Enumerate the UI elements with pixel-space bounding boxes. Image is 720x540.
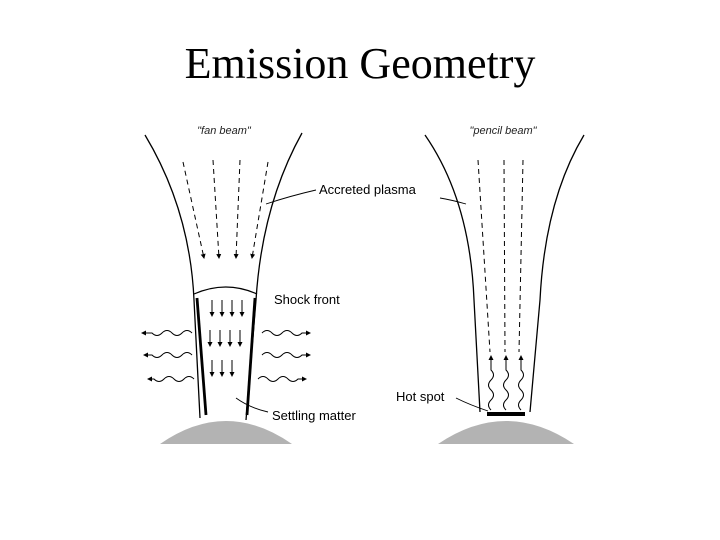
label-settling-matter: Settling matter bbox=[272, 408, 356, 423]
fan-beam-caption: "fan beam" bbox=[197, 125, 252, 137]
shock-front-arc-left bbox=[193, 286, 258, 295]
label-accreted-plasma: Accreted plasma bbox=[319, 182, 417, 197]
leader-settling-matter bbox=[235, 397, 269, 413]
label-shock-front: Shock front bbox=[274, 292, 340, 307]
infall-lines-right bbox=[477, 159, 524, 353]
column-wall-left bbox=[195, 297, 208, 416]
label-hot-spot: Hot spot bbox=[396, 389, 445, 404]
neutron-star-surface-left bbox=[160, 421, 292, 444]
photon-arrows-pencil bbox=[488, 355, 524, 411]
slide-title: Emission Geometry bbox=[184, 39, 536, 88]
funnel-wall-left-inner bbox=[245, 132, 303, 421]
leader-accreted-plasma-right bbox=[439, 197, 467, 205]
funnel-wall-right-outer bbox=[424, 134, 481, 413]
leader-hot-spot bbox=[455, 397, 489, 412]
leader-accreted-plasma-left bbox=[265, 189, 317, 205]
neutron-star-surface-right bbox=[438, 421, 574, 444]
fan-beam-panel: "fan beam" bbox=[141, 125, 317, 444]
settling-arrows-left bbox=[207, 300, 245, 377]
infall-lines-left bbox=[182, 159, 269, 259]
photon-arrows-fan-right bbox=[257, 330, 311, 382]
funnel-wall-left-outer bbox=[144, 134, 201, 419]
funnel-wall-right-inner bbox=[529, 134, 585, 413]
pencil-beam-caption: "pencil beam" bbox=[469, 125, 537, 137]
pencil-beam-panel: "pencil beam" bbox=[424, 125, 585, 444]
photon-arrows-fan-left bbox=[141, 330, 195, 382]
column-wall-right bbox=[245, 297, 257, 416]
